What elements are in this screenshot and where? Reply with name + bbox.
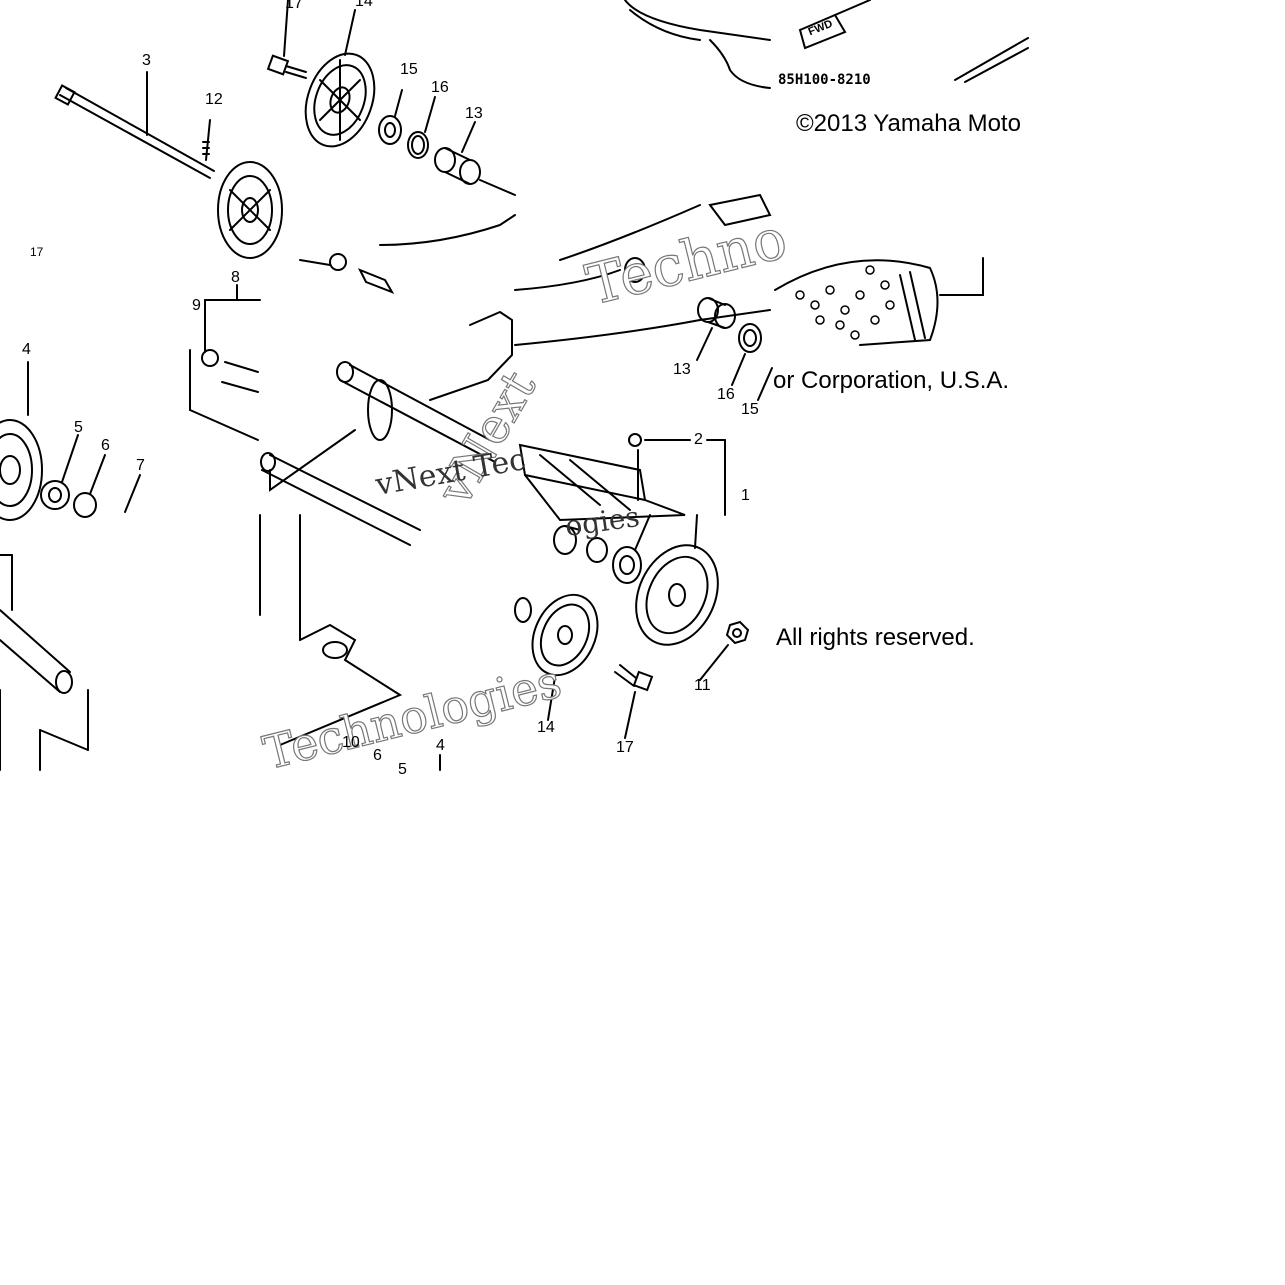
shaft-lower-left [0,554,89,771]
callout-4-lower: 4 [436,737,445,754]
callout-14: 14 [355,0,373,10]
bolt-17-top [266,0,307,79]
callout-13: 13 [465,105,483,122]
leader-7 [124,474,141,513]
bolt-17-lower [614,664,654,739]
callout-7: 7 [136,457,145,474]
ring-16-top [407,96,436,159]
callout-2: 2 [694,431,703,448]
wheel-lower-right [635,514,719,646]
callout-10: 10 [342,734,360,751]
nut-11 [699,620,750,681]
callout-9: 9 [192,297,201,314]
drawing-code: 85H100-8210 [778,72,871,88]
copyright-line-3: All rights reserved. [776,624,975,651]
collar-13-right [696,297,736,361]
callout-3: 3 [142,52,151,69]
callout-17-top: 17 [285,0,303,12]
center-frame [259,253,513,771]
leader-15-right [757,367,773,401]
rail-top-right [624,0,771,89]
callout-4: 4 [22,341,31,358]
ring-6-left [73,454,106,518]
rail-curve-top [379,214,516,246]
callout-17-lower: 17 [616,739,634,756]
track-edge-lines [954,37,1029,83]
wheel-top-left-partial [217,161,283,259]
callout-17: 17 [30,245,44,259]
bearing-15-top [378,89,403,145]
wheel-14-top [304,9,376,148]
callout-8: 8 [231,269,240,286]
callout-11: 11 [694,677,711,694]
callout-16-right: 16 [717,386,735,403]
callout-5-lower: 5 [398,761,407,778]
track-sprocket-right [774,257,984,346]
collar-bearing-lower [553,514,651,584]
fwd-arrow-badge [798,0,871,50]
callout-14-lower: 14 [537,719,555,736]
track-holes [795,265,895,340]
copyright-line-2: or Corporation, U.S.A. [773,367,1010,394]
callout-15-right: 15 [741,401,759,418]
callout-1: 1 [741,487,750,504]
callout-16: 16 [431,79,449,96]
copyright-line-1: ©2013 Yamaha Moto [796,110,1021,137]
ring-16-right [731,323,762,386]
wheel-14-lower [514,593,599,721]
wheel-4-left [0,361,43,521]
collar-13-top [434,121,516,196]
bearing-5-left [40,434,79,510]
callout-5: 5 [74,419,83,436]
callout-13-right: 13 [673,361,691,378]
callout-15: 15 [400,61,418,78]
callout-6-lower: 6 [373,747,382,764]
bracket-8-9 [189,284,261,441]
callout-12: 12 [205,91,223,108]
pin-12 [202,119,211,161]
axle-shaft-3 [54,71,215,179]
slider-assembly-1-2 [518,433,726,522]
callout-6: 6 [101,437,110,454]
rail-center-right [514,193,772,346]
